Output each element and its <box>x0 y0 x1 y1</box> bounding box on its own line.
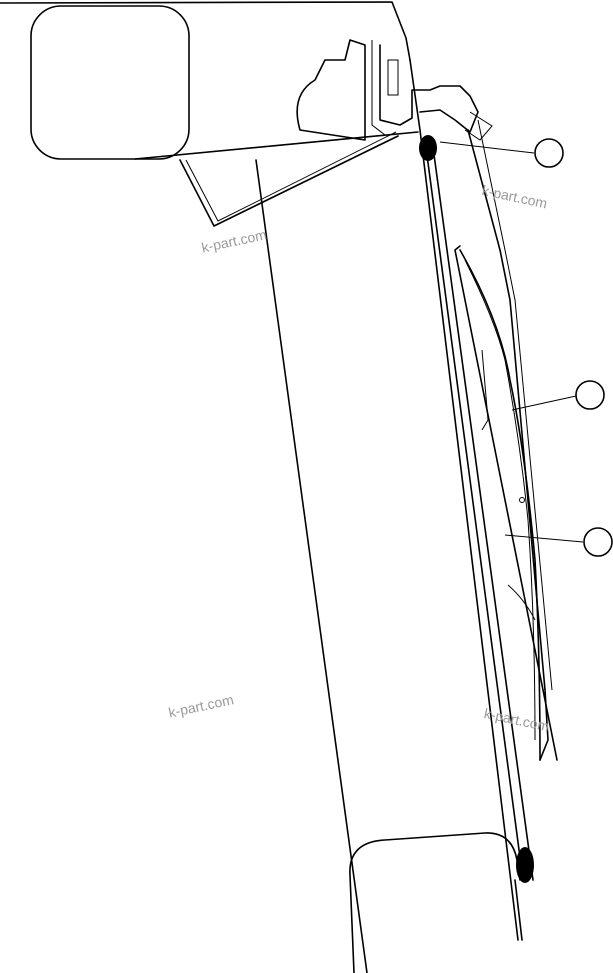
callout-leader-2 <box>511 395 577 411</box>
wiper-arm-inner <box>477 119 553 691</box>
wiper-blade-inner <box>464 259 536 741</box>
roof-lower-edge <box>134 131 419 160</box>
callout-circle-2 <box>575 380 605 410</box>
cab-roof-edge <box>0 1 411 61</box>
roof-bracket <box>179 135 399 227</box>
callout-circle-3 <box>583 527 613 557</box>
pillar-edge-3 <box>431 139 534 881</box>
lower-seal <box>516 847 534 883</box>
pillar-left-edge <box>255 159 368 973</box>
pillar-base <box>514 879 523 941</box>
upper-seal <box>419 135 437 161</box>
callout-leader-3 <box>504 534 584 543</box>
wiper-blade <box>459 249 541 761</box>
wiper-arm <box>467 129 549 761</box>
lower-window <box>349 832 521 973</box>
arm-pivot-pin <box>519 497 525 503</box>
mounting-cutout <box>296 39 366 141</box>
callout-leader-1 <box>439 141 535 154</box>
pillar-edge-1 <box>409 59 519 941</box>
side-window <box>30 5 190 160</box>
roof-bracket-inner <box>185 131 397 222</box>
motor-bracket-detail <box>371 40 493 141</box>
motor-bracket <box>379 44 479 133</box>
pillar-edge-4 <box>454 245 558 761</box>
blade-clip <box>481 349 536 621</box>
pillar-edge-2 <box>424 139 524 881</box>
callout-circle-1 <box>534 138 564 168</box>
